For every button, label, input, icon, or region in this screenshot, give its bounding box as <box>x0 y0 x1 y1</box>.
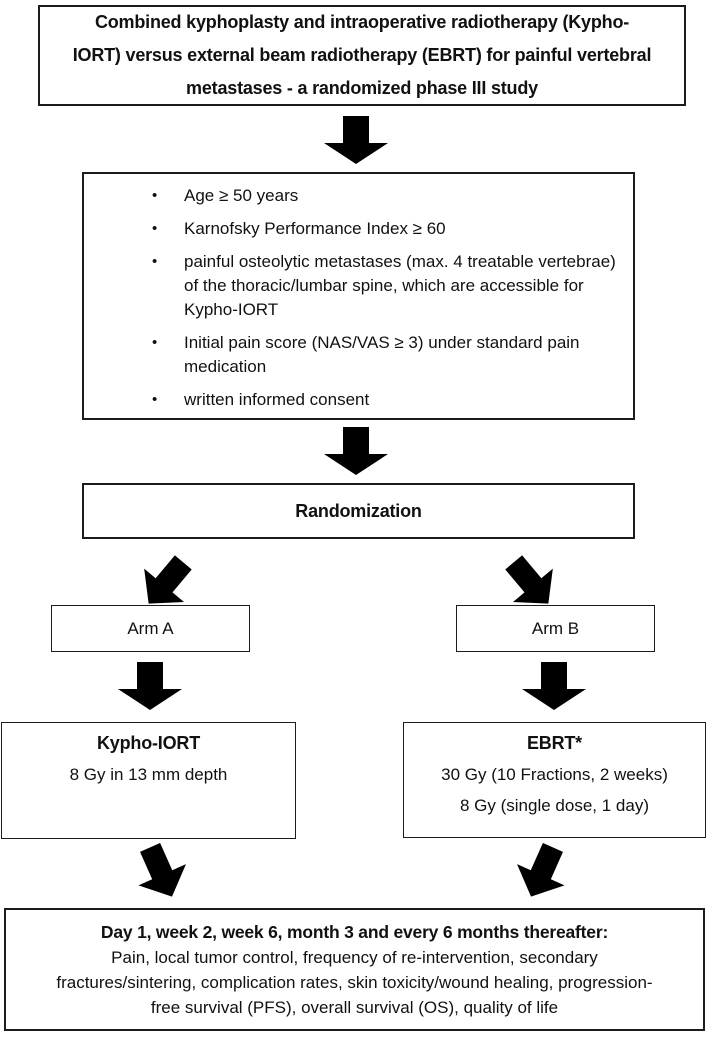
study-title-box: Combined kyphoplasty and intraoperative … <box>38 5 686 106</box>
ebrt-title: EBRT* <box>526 733 582 753</box>
study-title-line-3: metastases - a randomized phase III stud… <box>186 78 538 98</box>
arm-a-label: Arm A <box>127 618 174 638</box>
arrow-down-right-icon <box>505 555 553 604</box>
criterion-age: Age ≥ 50 years <box>184 186 299 205</box>
arm-b-box: Arm B <box>456 605 655 652</box>
kypho-iort-title: Kypho-IORT <box>97 733 200 753</box>
kypho-iort-dose: 8 Gy in 13 mm depth <box>69 765 228 784</box>
arrow-down-icon <box>324 427 388 475</box>
criterion-pain-score: Initial pain score (NAS/VAS ≥ 3) under s… <box>184 333 580 376</box>
ebrt-dose-1: 30 Gy (10 Fractions, 2 weeks) <box>441 765 668 784</box>
ebrt-treatment-box: EBRT* 30 Gy (10 Fractions, 2 weeks) 8 Gy… <box>403 722 706 838</box>
list-item: • painful osteolytic metastases (max. 4 … <box>152 250 625 322</box>
list-item: • Initial pain score (NAS/VAS ≥ 3) under… <box>152 331 625 379</box>
kypho-iort-treatment-box: Kypho-IORT 8 Gy in 13 mm depth <box>1 722 296 839</box>
criterion-consent: written informed consent <box>184 390 370 409</box>
ebrt-dose-2: 8 Gy (single dose, 1 day) <box>460 796 649 815</box>
arrow-down-icon <box>324 116 388 164</box>
criterion-metastases: painful osteolytic metastases (max. 4 tr… <box>184 252 616 319</box>
arrow-down-icon <box>522 662 586 710</box>
arm-a-box: Arm A <box>51 605 250 652</box>
bullet-icon: • <box>152 253 158 270</box>
bullet-icon: • <box>152 391 158 408</box>
bullet-icon: • <box>152 220 158 237</box>
study-title-line-2: IORT) versus external beam radiotherapy … <box>72 45 652 65</box>
bullet-icon: • <box>152 187 158 204</box>
eligibility-criteria-box: • Age ≥ 50 years • Karnofsky Performance… <box>82 172 635 420</box>
arrow-down-right-icon <box>138 842 186 897</box>
followup-endpoints-box: Day 1, week 2, week 6, month 3 and every… <box>4 908 705 1031</box>
arrow-down-icon <box>118 662 182 710</box>
randomization-box: Randomization <box>82 483 635 539</box>
study-title-line-1: Combined kyphoplasty and intraoperative … <box>94 12 630 32</box>
followup-endpoints-line-1: Pain, local tumor control, frequency of … <box>111 948 598 967</box>
list-item: • Karnofsky Performance Index ≥ 60 <box>152 217 625 241</box>
arrow-down-left-icon <box>517 842 565 897</box>
arrow-down-left-icon <box>144 555 192 604</box>
randomization-label: Randomization <box>295 500 422 521</box>
list-item: • Age ≥ 50 years <box>152 184 625 208</box>
followup-endpoints-line-2: fractures/sintering, complication rates,… <box>56 973 653 992</box>
followup-endpoints-line-3: free survival (PFS), overall survival (O… <box>150 998 559 1017</box>
list-item: • written informed consent <box>152 388 625 412</box>
bullet-icon: • <box>152 334 158 351</box>
criterion-karnofsky: Karnofsky Performance Index ≥ 60 <box>184 219 446 238</box>
followup-schedule-heading: Day 1, week 2, week 6, month 3 and every… <box>100 922 609 942</box>
arm-b-label: Arm B <box>531 618 580 638</box>
